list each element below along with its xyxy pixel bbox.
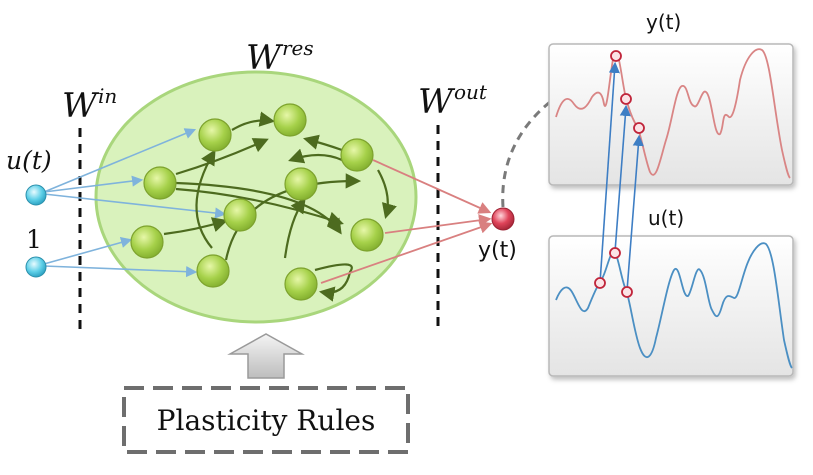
neuron (284, 167, 318, 201)
neuron (198, 118, 232, 152)
output-plot-title: y(t) (646, 10, 682, 34)
reservoir-neurons (130, 103, 384, 301)
neuron (284, 267, 318, 301)
sample-point (594, 277, 606, 289)
output-plot-panel (548, 43, 794, 186)
input-plot-title: u(t) (648, 206, 685, 230)
neuron (273, 103, 307, 137)
input-node-bias (25, 256, 47, 278)
sample-point (609, 247, 621, 259)
sample-point (620, 93, 632, 105)
output-curve (555, 48, 791, 179)
input-u-label: u(t) (6, 146, 52, 175)
plasticity-box (122, 386, 410, 454)
w-in-label: Win (62, 84, 118, 126)
neuron (340, 138, 374, 172)
plasticity-rules-label: Plasticity Rules (156, 403, 376, 437)
up-arrow-icon (227, 333, 305, 379)
neuron (196, 254, 230, 288)
output-node-label: y(t) (478, 238, 517, 263)
neuron (350, 218, 384, 252)
w-res-label: Wres (246, 36, 314, 78)
neuron (223, 198, 257, 232)
sample-links (599, 61, 644, 292)
sample-points (594, 50, 645, 298)
output-connections (320, 159, 493, 284)
input-connections (43, 128, 227, 278)
neuron (143, 166, 177, 200)
output-node (491, 207, 515, 231)
neuron (130, 225, 164, 259)
sample-point (621, 286, 633, 298)
recurrent-connections (163, 111, 397, 302)
sample-point (633, 122, 645, 134)
input-node-u (25, 184, 47, 206)
sample-point (610, 50, 622, 62)
input-bias-label: 1 (26, 225, 42, 254)
reservoir-ellipse (94, 70, 418, 324)
input-plot-panel (548, 235, 794, 377)
w-out-label: Wout (418, 80, 487, 122)
